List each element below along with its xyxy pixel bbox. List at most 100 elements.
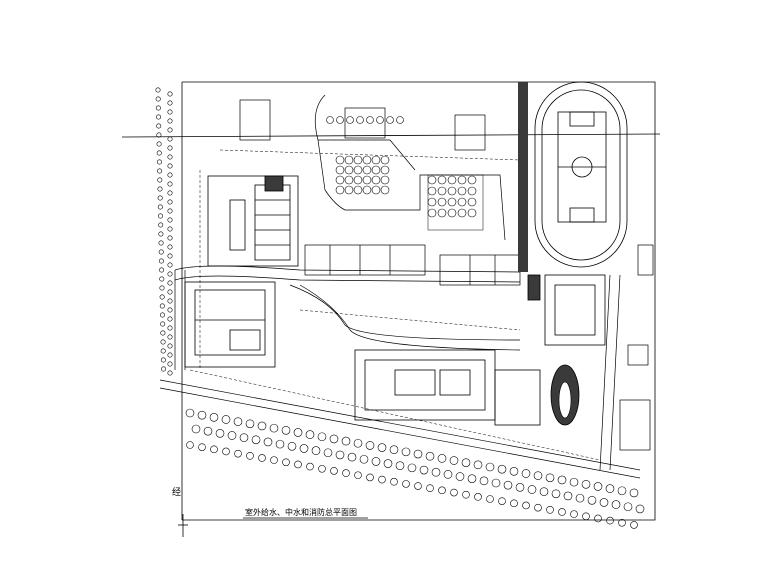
building-north-block <box>207 175 299 267</box>
tree-symbol <box>581 479 591 489</box>
tree-row-south <box>185 408 645 529</box>
east-side-buildings <box>619 244 654 451</box>
tree-symbol <box>629 488 639 498</box>
tree-symbol <box>344 175 354 185</box>
tree-symbol <box>437 175 447 185</box>
tree-symbol <box>344 165 354 175</box>
tree-symbol <box>344 155 354 165</box>
tree-symbol <box>167 235 173 241</box>
tree-symbol <box>413 449 423 459</box>
tree-symbol <box>167 217 173 223</box>
tree-symbol <box>167 100 173 106</box>
side-label: 经 <box>172 486 181 498</box>
tree-symbol <box>167 145 173 151</box>
top-buildings <box>239 94 506 241</box>
tree-symbol <box>438 486 446 495</box>
tree-symbol <box>305 430 315 439</box>
tree-symbol <box>474 493 482 501</box>
tree-symbol <box>378 475 386 484</box>
tree-symbol <box>455 472 465 481</box>
tree-symbol <box>167 343 173 349</box>
tree-symbol <box>380 155 390 165</box>
tree-symbol <box>167 199 173 205</box>
tree-symbol <box>427 175 437 185</box>
building-left-block <box>184 281 276 368</box>
tree-symbol <box>258 454 266 462</box>
tree-row-left <box>155 87 173 376</box>
tree-symbol <box>335 175 345 185</box>
tree-symbol <box>587 495 597 505</box>
tree-symbol <box>497 464 507 474</box>
track-stripe <box>518 82 528 272</box>
building-east-block <box>494 274 606 426</box>
tree-symbol <box>606 516 614 525</box>
tree-symbol <box>160 312 166 318</box>
tree-cluster-park <box>326 116 477 218</box>
tree-symbol <box>167 271 173 277</box>
tree-symbol <box>467 474 477 483</box>
drawing-frame <box>181 81 656 521</box>
tree-symbol <box>336 116 344 124</box>
tree-symbol <box>467 186 477 196</box>
tree-symbol <box>167 109 173 115</box>
tree-symbol <box>270 456 278 464</box>
tree-symbol <box>158 231 164 237</box>
tree-symbol <box>167 307 173 313</box>
tree-symbol <box>299 444 309 453</box>
tree-symbol <box>347 452 357 462</box>
tree-symbol <box>362 165 372 175</box>
tree-symbol <box>245 419 255 429</box>
tree-symbol <box>396 116 404 124</box>
tree-symbol <box>306 462 314 471</box>
tree-symbol <box>371 175 381 185</box>
tree-symbol <box>233 417 243 426</box>
tree-symbol <box>156 123 162 129</box>
tree-symbol <box>515 483 525 492</box>
tree-symbol <box>479 476 489 486</box>
tree-symbol <box>287 441 297 451</box>
tree-symbol <box>467 208 477 218</box>
tree-symbol <box>167 118 173 124</box>
tree-symbol <box>527 485 537 494</box>
tree-symbol <box>156 132 162 138</box>
tree-symbol <box>569 477 579 487</box>
tree-symbol <box>215 429 225 438</box>
tree-symbol <box>227 431 237 440</box>
tree-symbol <box>186 441 194 449</box>
tree-symbol <box>167 172 173 178</box>
tree-symbol <box>380 165 390 175</box>
tree-symbol <box>282 458 290 467</box>
tree-symbol <box>427 197 437 207</box>
tree-symbol <box>498 497 506 505</box>
tree-symbol <box>437 454 447 463</box>
tree-symbol <box>503 480 513 490</box>
tree-symbol <box>457 208 467 218</box>
tree-symbol <box>198 443 206 451</box>
tree-symbol <box>557 475 567 485</box>
tree-symbol <box>167 190 173 196</box>
tree-symbol <box>234 449 242 458</box>
tree-symbol <box>356 116 364 124</box>
tree-symbol <box>167 298 173 304</box>
building-central-block <box>354 349 496 421</box>
tree-symbol <box>167 289 173 295</box>
tree-symbol <box>401 447 411 457</box>
tree-symbol <box>449 456 459 465</box>
tree-symbol <box>221 415 231 424</box>
tree-symbol <box>335 165 345 175</box>
tree-symbol <box>353 165 363 175</box>
tree-symbol <box>209 413 219 422</box>
tree-symbol <box>431 467 441 477</box>
oval-structure <box>550 364 580 426</box>
tree-symbol <box>246 451 254 460</box>
tree-symbol <box>461 458 471 467</box>
tree-symbol <box>160 348 166 354</box>
tree-symbol <box>341 436 351 446</box>
tree-symbol <box>156 150 162 156</box>
tree-symbol <box>605 484 615 493</box>
tree-symbol <box>558 508 566 516</box>
tree-symbol <box>354 471 362 480</box>
tree-symbol <box>158 249 164 255</box>
tree-symbol <box>203 426 213 436</box>
tree-symbol <box>167 154 173 160</box>
